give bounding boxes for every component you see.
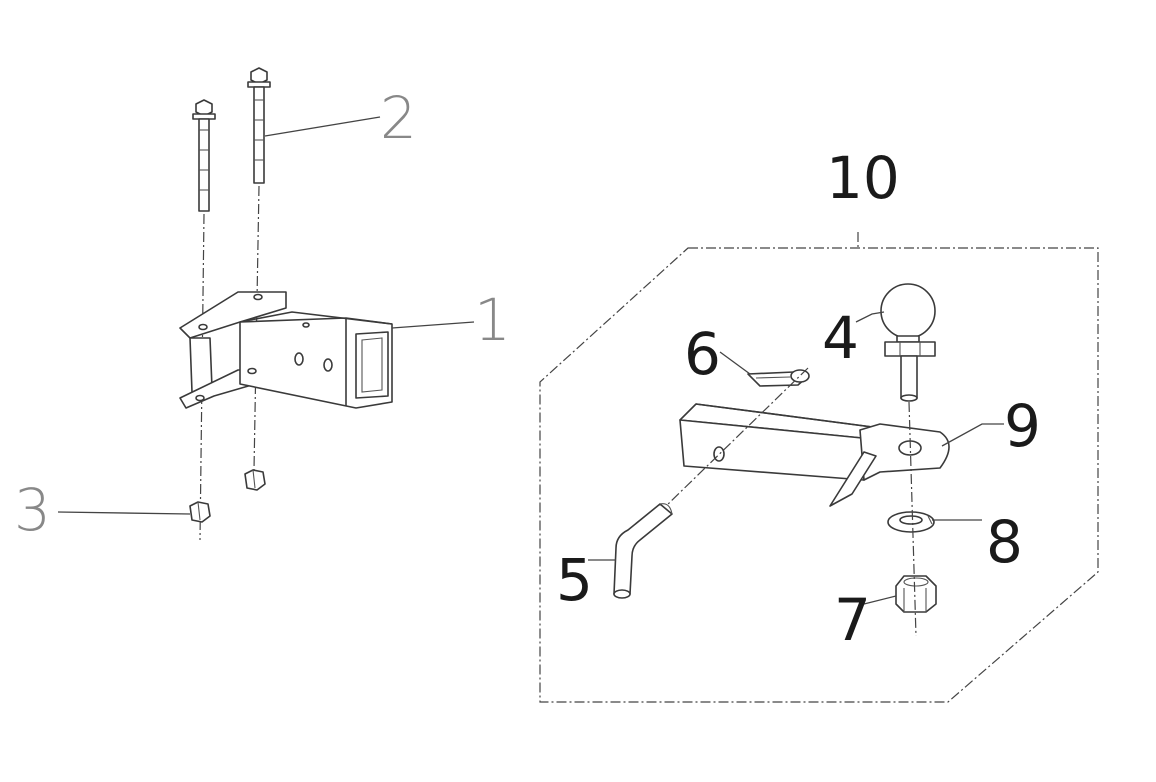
bolt-left [192, 99, 216, 212]
leader-6 [719, 351, 751, 375]
callout-2: 2 [380, 84, 417, 152]
nut-left-upper [244, 469, 266, 491]
leader-9 [941, 423, 1004, 447]
centerline-ball [908, 401, 917, 637]
hitch-ball [880, 283, 936, 402]
callout-9: 9 [1004, 392, 1041, 460]
hitch-pin [613, 503, 673, 599]
pin-clip [747, 369, 810, 387]
callout-4: 4 [822, 304, 859, 372]
centerline-pin [665, 367, 809, 507]
callout-7: 7 [834, 586, 871, 654]
lock-washer [887, 511, 935, 533]
callout-1: 1 [474, 286, 511, 354]
bolt-right [247, 67, 271, 184]
drawbar [679, 403, 950, 507]
hex-nut [895, 575, 937, 613]
nut-left-lower [189, 501, 211, 523]
leader-3 [57, 511, 191, 515]
callout-8: 8 [986, 508, 1023, 576]
callout-3: 3 [14, 476, 51, 544]
kit-boundary [539, 247, 1099, 703]
leader-2 [264, 116, 381, 137]
centerline-right-bolt [253, 185, 260, 471]
leader-4 [855, 311, 885, 323]
receiver-bracket [179, 291, 393, 409]
leader-7 [863, 595, 897, 605]
callout-6: 6 [684, 320, 721, 388]
leader-1 [391, 321, 475, 329]
callout-10: 10 [826, 144, 900, 212]
callout-5: 5 [556, 546, 593, 614]
